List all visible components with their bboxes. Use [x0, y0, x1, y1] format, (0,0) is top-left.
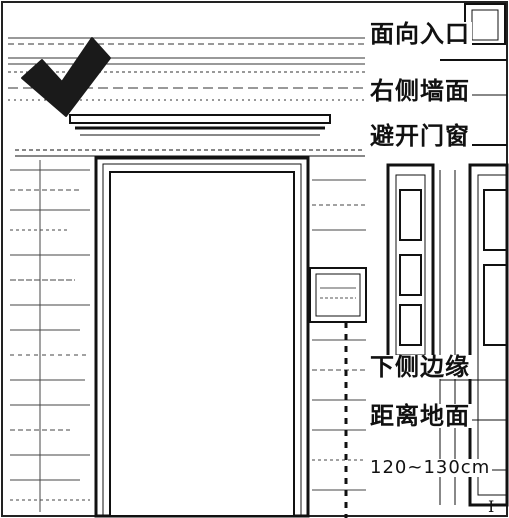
- height-indicator: [338, 321, 362, 518]
- label-from-floor: 距离地面: [368, 401, 472, 430]
- label-bottom-edge: 下侧边缘: [368, 352, 472, 381]
- left-wall-details: [10, 160, 90, 512]
- cornice-molding: [15, 114, 365, 157]
- label-face-entrance: 面向入口: [368, 19, 472, 48]
- central-doorway: [94, 156, 310, 518]
- marker-i: I: [488, 497, 494, 516]
- label-avoid-doors: 避开门窗: [368, 121, 472, 150]
- right-window-panels: [386, 163, 509, 507]
- label-height-range: 120~130cm: [368, 457, 493, 478]
- switch-panel: [309, 267, 367, 323]
- ceiling-lines: [8, 37, 365, 101]
- checkmark-icon: [21, 37, 111, 117]
- label-right-wall: 右侧墙面: [368, 76, 472, 105]
- right-wall-details: [312, 179, 366, 491]
